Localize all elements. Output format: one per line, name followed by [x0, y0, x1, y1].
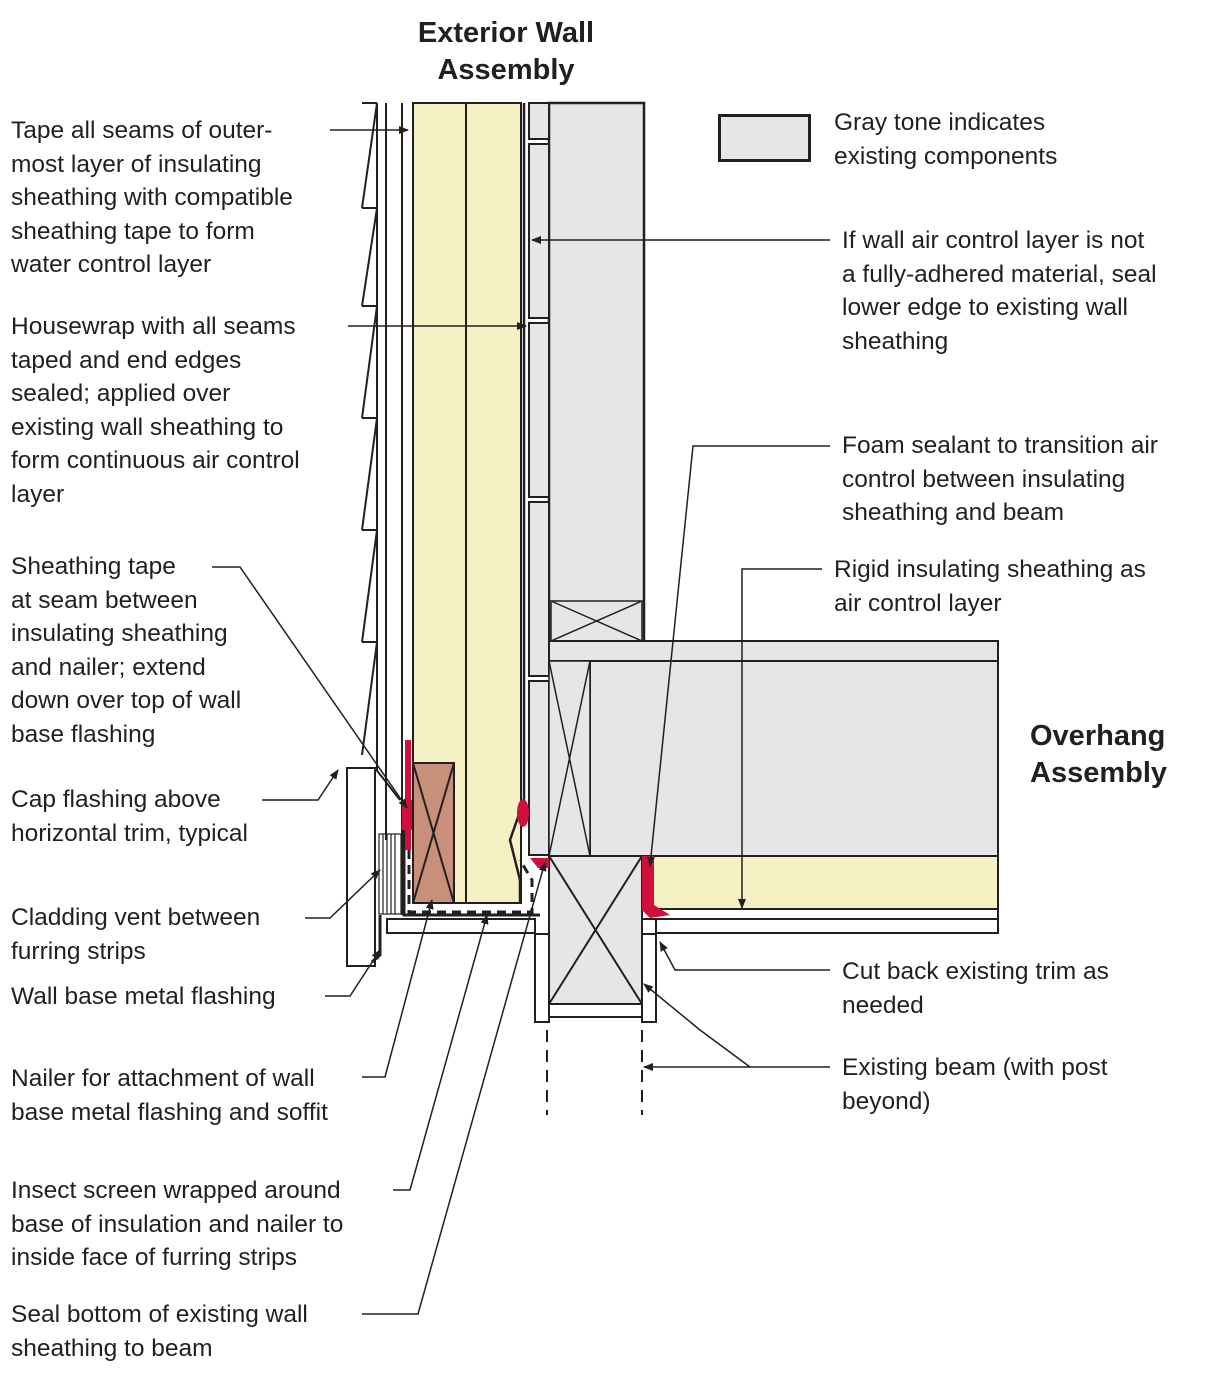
note-cap-flashing: Cap flashing above horizontal trim, typi… — [11, 786, 248, 847]
horizontal-trim — [346, 767, 401, 967]
legend-text: Gray tone indicates existing components — [834, 109, 1058, 170]
insect-screen — [407, 820, 534, 914]
legend-swatch — [718, 114, 811, 162]
furring-strip — [385, 103, 403, 915]
note-nailer: Nailer for attachment of wall base metal… — [11, 1065, 328, 1126]
note-rigid-sheathing: Rigid insulating sheathing as air contro… — [834, 556, 1146, 617]
beam-centerlines — [546, 1030, 643, 1115]
leader-lines — [212, 126, 830, 1315]
overhang-joist-space — [548, 640, 999, 857]
existing-trim — [534, 933, 657, 1023]
existing-wall-sheathing-panels — [528, 102, 550, 856]
note-cut-back-trim: Cut back existing trim as needed — [842, 958, 1109, 1019]
note-existing-beam: Existing beam (with post beyond) — [842, 1054, 1108, 1115]
housewrap-offset — [508, 103, 526, 903]
soffit — [386, 908, 999, 934]
existing-wall-stud-cavity — [547, 101, 646, 645]
top-plate — [550, 600, 643, 642]
overhang-assembly-title: Overhang Assembly — [1030, 720, 1168, 789]
note-housewrap: Housewrap with all seams taped and end e… — [11, 313, 300, 508]
rim-joist — [548, 660, 591, 857]
cladding-vent — [378, 833, 402, 915]
siding — [361, 102, 378, 770]
note-foam-sealant: Foam sealant to transition air control b… — [842, 432, 1158, 526]
note-tape-seams: Tape all seams of outer- most layer of i… — [11, 117, 293, 278]
existing-beam — [548, 855, 643, 1005]
note-seal-bottom: Seal bottom of existing wall sheathing t… — [11, 1301, 308, 1362]
overhang-insulation — [641, 855, 999, 910]
wall-nailer — [412, 762, 455, 904]
note-insect-screen: Insect screen wrapped around base of ins… — [11, 1177, 344, 1271]
note-air-control-layer: If wall air control layer is not a fully… — [842, 227, 1157, 355]
note-sheathing-tape: Sheathing tape at seam between insulatin… — [11, 553, 242, 748]
note-wall-base-flashing: Wall base metal flashing — [11, 983, 276, 1010]
exterior-wall-assembly-title: Exterior Wall Assembly — [417, 17, 595, 86]
note-cladding-vent: Cladding vent between furring strips — [11, 904, 261, 965]
